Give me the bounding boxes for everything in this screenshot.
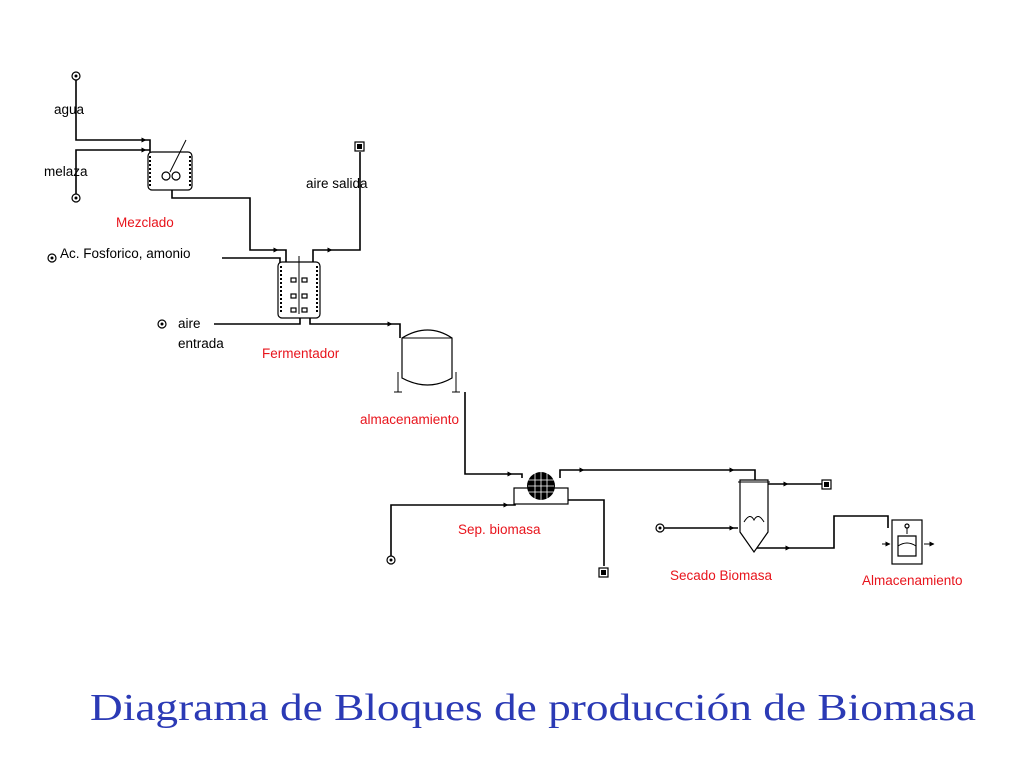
line-melaza <box>75 149 150 195</box>
fermenter-icon <box>277 256 321 319</box>
stream-label-melaza: melaza <box>44 164 88 179</box>
feed-node-icon <box>655 523 665 533</box>
feed-node-icon <box>47 253 57 263</box>
feed-node-icon <box>71 193 81 203</box>
product-node-icon <box>598 567 609 578</box>
line-separador-residuo <box>566 499 605 566</box>
feed-node-icon <box>157 319 167 329</box>
flow-arrows <box>135 137 791 551</box>
mixer-icon <box>147 139 193 191</box>
line-separador-secador <box>559 469 756 480</box>
product-node-icon <box>821 479 832 490</box>
equipment-label-almacenamiento-2: Almacenamiento <box>862 573 963 588</box>
diagram-title: Diagrama de Bloques de producción de Bio… <box>90 687 976 729</box>
line-ac-fosforico <box>222 257 281 268</box>
stream-label-ac-fosforico: Ac. Fosforico, amonio <box>60 246 191 261</box>
dryer-icon <box>738 479 770 554</box>
storage-tank-icon <box>394 329 460 393</box>
stream-label-agua: agua <box>54 102 85 117</box>
separator-icon <box>513 472 569 505</box>
equipment-label-almacenamiento-1: almacenamiento <box>360 412 459 427</box>
line-almacenamiento-separador <box>464 392 523 478</box>
feed-node-icon <box>71 71 81 81</box>
line-secador-almacenamiento <box>752 515 889 549</box>
equipment-label-mezclado: Mezclado <box>116 215 174 230</box>
equipment-label-sep-biomasa: Sep. biomasa <box>458 522 541 537</box>
equipment-label-fermentador: Fermentador <box>262 346 340 361</box>
product-node-icon <box>354 141 365 152</box>
stream-label-aire-entrada-2: entrada <box>178 336 224 351</box>
line-fermentador-almacenamiento <box>309 318 401 338</box>
feed-node-icon <box>386 555 396 565</box>
line-mezclado-fermentador <box>171 188 287 262</box>
final-storage-icon <box>882 519 935 565</box>
equipment-label-secado-biomasa: Secado Biomasa <box>670 568 773 583</box>
line-aire-salida <box>312 152 361 262</box>
stream-label-aire-salida: aire salida <box>306 176 368 191</box>
line-agua <box>75 80 151 155</box>
line-aire-entrada <box>214 318 301 325</box>
stream-label-aire-entrada-1: aire <box>178 316 201 331</box>
